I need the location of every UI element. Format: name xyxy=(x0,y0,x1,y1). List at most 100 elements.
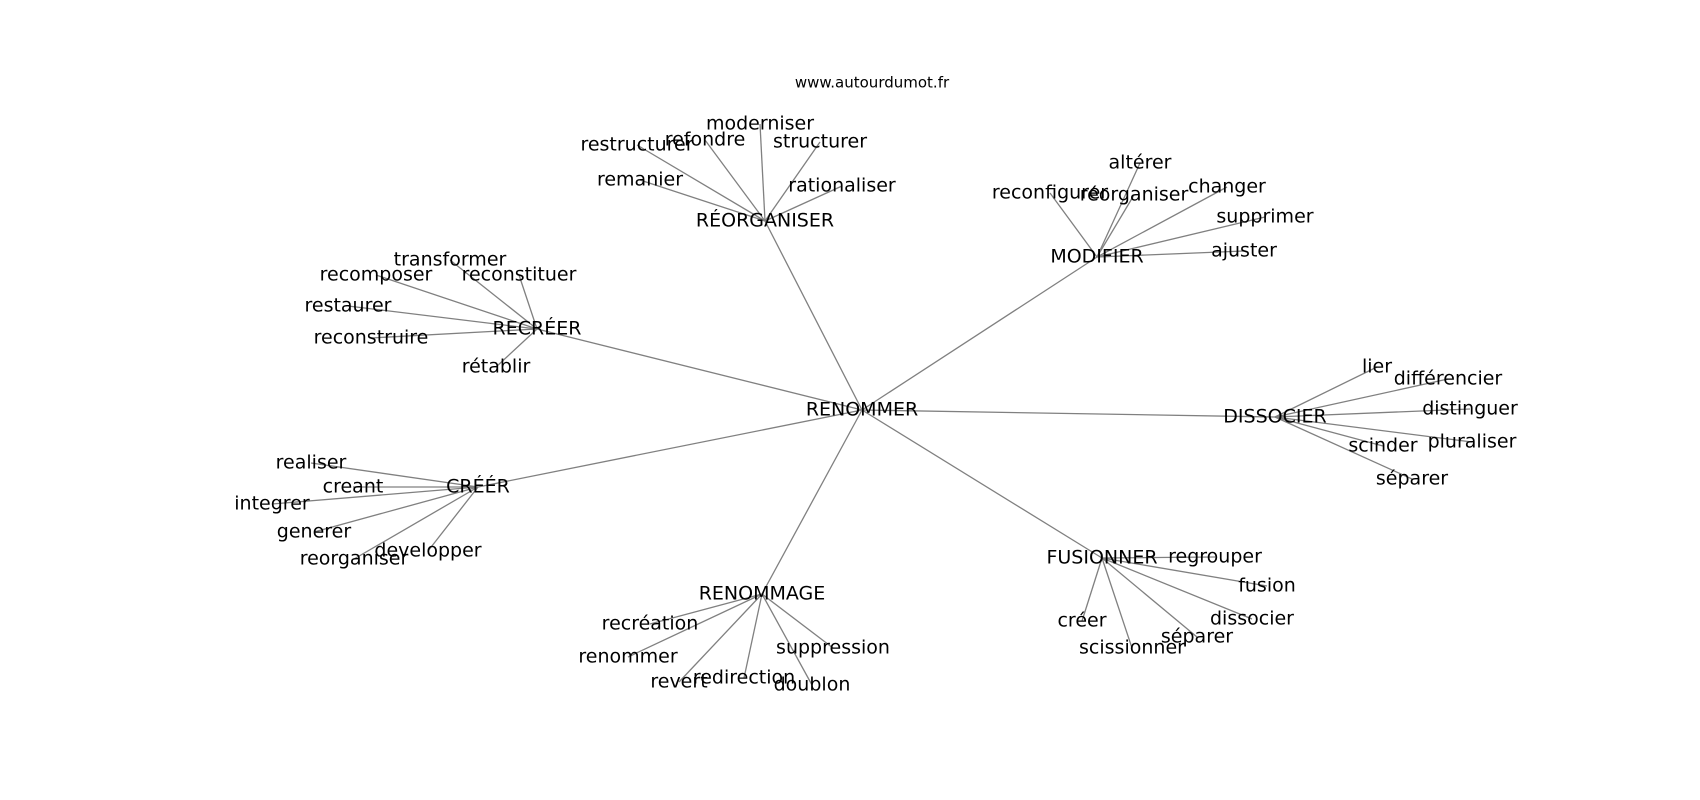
leaf-node: scissionner xyxy=(1079,637,1185,659)
edge-branch-to-leaf xyxy=(704,139,766,222)
branch-node: FUSIONNER xyxy=(1046,547,1157,569)
leaf-node: lier xyxy=(1362,356,1392,378)
edge-center-to-branch xyxy=(536,328,863,411)
branch-node: CRÉÉR xyxy=(446,475,510,498)
leaf-node: ajuster xyxy=(1211,240,1277,262)
edge-center-to-branch xyxy=(861,409,1103,559)
leaf-node: recomposer xyxy=(320,264,433,286)
leaf-node: séparer xyxy=(1161,626,1233,648)
leaf-node: refondre xyxy=(665,129,746,151)
edge-branch-to-leaf xyxy=(761,593,834,649)
edge-branch-to-leaf xyxy=(1101,557,1198,638)
edge-center-to-branch xyxy=(477,409,863,488)
leaf-node: restaurer xyxy=(304,295,391,317)
edge-branch-to-leaf xyxy=(1081,557,1103,622)
leaf-node: regrouper xyxy=(1168,546,1262,568)
edge-branch-to-leaf xyxy=(636,144,766,222)
edge-branch-to-leaf xyxy=(1274,416,1473,443)
leaf-node: renommer xyxy=(578,646,677,668)
leaf-node: moderniser xyxy=(706,113,814,135)
edge-branch-to-leaf xyxy=(347,305,538,330)
leaf-node: réorganiser xyxy=(1080,184,1189,206)
leaf-node: altérer xyxy=(1109,152,1172,174)
branch-node: DISSOCIER xyxy=(1223,406,1326,428)
leaf-node: différencier xyxy=(1394,368,1503,390)
edge-branch-to-leaf xyxy=(518,274,538,330)
edge-center-to-branch xyxy=(764,220,863,411)
leaf-node: remanier xyxy=(597,169,683,191)
edge-branch-to-leaf xyxy=(310,462,479,488)
edge-branch-to-leaf xyxy=(1096,186,1228,258)
edge-branch-to-leaf xyxy=(639,179,766,222)
edge-branch-to-leaf xyxy=(1049,192,1098,258)
leaf-node: séparer xyxy=(1376,468,1448,490)
leaf-node: restructurer xyxy=(580,134,693,156)
leaf-node: doublon xyxy=(774,674,851,696)
source-label: www.autourdumot.fr xyxy=(795,74,950,92)
edge-branch-to-leaf xyxy=(449,259,538,330)
leaf-node: revert xyxy=(650,671,707,693)
edge-branch-to-leaf xyxy=(1101,557,1133,649)
graph-edges xyxy=(271,123,1473,686)
branch-node: RÉORGANISER xyxy=(696,209,834,232)
leaf-node: créer xyxy=(1057,610,1106,632)
leaf-node: changer xyxy=(1188,176,1266,198)
leaf-node: reorganiser xyxy=(300,548,409,570)
edge-branch-to-leaf xyxy=(495,328,538,368)
leaf-node: fusion xyxy=(1238,575,1296,597)
leaf-node: supprimer xyxy=(1216,206,1313,228)
edge-branch-to-leaf xyxy=(743,593,763,679)
edge-branch-to-leaf xyxy=(375,274,538,330)
edge-branch-to-leaf xyxy=(1096,216,1266,258)
edge-branch-to-leaf xyxy=(1101,557,1253,620)
edge-branch-to-leaf xyxy=(313,486,479,533)
edge-branch-to-leaf xyxy=(1096,194,1135,258)
leaf-node: scinder xyxy=(1348,435,1417,457)
leaf-node: reconstituer xyxy=(462,264,577,286)
branch-node: MODIFIER xyxy=(1050,246,1143,268)
edge-branch-to-leaf xyxy=(1274,416,1384,447)
leaf-node: suppression xyxy=(776,637,890,659)
edge-branch-to-leaf xyxy=(649,593,763,625)
edge-branch-to-leaf xyxy=(678,593,763,683)
edge-branch-to-leaf xyxy=(353,486,479,560)
branch-node: RENOMMAGE xyxy=(699,583,826,605)
edge-branch-to-leaf xyxy=(1101,557,1268,587)
leaf-node: developper xyxy=(374,540,481,562)
leaf-node: rationaliser xyxy=(788,175,896,197)
leaf-node: redirection xyxy=(693,667,795,689)
edge-branch-to-leaf xyxy=(1096,250,1245,258)
edge-branch-to-leaf xyxy=(759,123,766,222)
leaf-node: structurer xyxy=(773,131,867,153)
leaf-node: reconstruire xyxy=(314,327,429,349)
edge-branch-to-leaf xyxy=(627,593,763,658)
edge-center-to-branch xyxy=(761,409,863,595)
edge-branch-to-leaf xyxy=(1274,416,1413,480)
center-node: RENOMMER xyxy=(806,399,918,421)
leaf-node: transformer xyxy=(394,249,507,271)
edge-center-to-branch xyxy=(861,409,1276,418)
edge-branch-to-leaf xyxy=(427,486,479,552)
leaf-node: creant xyxy=(323,476,384,498)
edge-branch-to-leaf xyxy=(1274,366,1378,418)
leaf-node: realiser xyxy=(276,452,347,474)
edge-branch-to-leaf xyxy=(1096,162,1141,258)
leaf-node: generer xyxy=(277,521,352,543)
leaf-node: dissocier xyxy=(1210,608,1294,630)
edge-branch-to-leaf xyxy=(1274,378,1449,418)
edge-branch-to-leaf xyxy=(1101,556,1216,559)
leaf-node: distinguer xyxy=(1422,398,1518,420)
branch-node: RECRÉER xyxy=(493,317,582,340)
leaf-node: pluraliser xyxy=(1428,431,1517,453)
graph-labels: RENOMMERRÉORGANISERmoderniserrefondreres… xyxy=(234,113,1518,696)
leaf-node: recréation xyxy=(602,613,699,635)
edge-center-to-branch xyxy=(861,256,1098,411)
leaf-node: reconfigurer xyxy=(992,182,1108,204)
edge-branch-to-leaf xyxy=(1274,408,1471,418)
edge-branch-to-leaf xyxy=(761,593,813,686)
leaf-node: integrer xyxy=(234,493,310,515)
edge-branch-to-leaf xyxy=(764,141,821,222)
edge-branch-to-leaf xyxy=(764,185,843,222)
leaf-node: rétablir xyxy=(462,356,531,378)
